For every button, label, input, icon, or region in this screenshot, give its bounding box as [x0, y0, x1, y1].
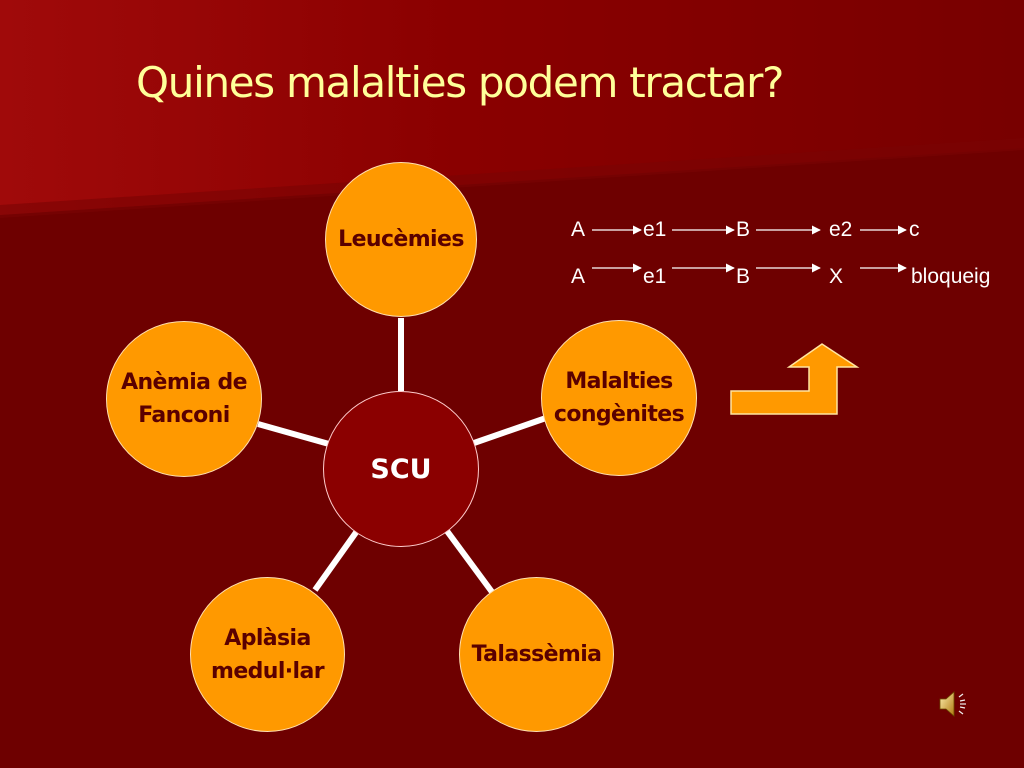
pathway-row-normal: A e1 B e2 c — [571, 218, 920, 241]
pathway-blocked-0: A — [571, 265, 585, 288]
node-leucemies-label: Leucèmies — [338, 227, 464, 252]
spoke-malalties — [473, 415, 547, 446]
node-aplasia-label-line1: Aplàsia — [224, 625, 311, 651]
pathway-row-blocked: A e1 B X bloqueig — [571, 263, 990, 288]
node-leucemies: Leucèmies — [325, 162, 477, 317]
spoke-anemia — [257, 421, 330, 447]
node-malalties-label-line1: Malalties — [565, 369, 673, 394]
pathway-blocked-3: X — [829, 265, 843, 288]
pathway-normal-4: c — [909, 218, 920, 241]
node-center-scu: SCU — [323, 391, 479, 547]
node-malalties-label-line2: congènites — [553, 402, 685, 427]
speaker-icon[interactable] — [936, 686, 972, 722]
node-aplasia-label-line2: medul·lar — [211, 658, 325, 684]
slide-title: Quines malalties podem tractar? — [136, 58, 784, 107]
node-anemia-label-line1: Anèmia de — [121, 370, 247, 395]
spoke-aplasia — [312, 529, 360, 592]
pathway-blocked-1: e1 — [643, 265, 666, 288]
node-malalties-congenites: Malalties congènites — [541, 320, 697, 476]
node-anemia-fanconi: Anèmia de Fanconi — [106, 321, 262, 477]
node-talassemia-label: Talassèmia — [471, 642, 602, 667]
spoke-talassemia — [444, 529, 495, 594]
node-center-label: SCU — [370, 453, 432, 485]
node-anemia-label-line2: Fanconi — [138, 403, 230, 428]
node-aplasia-medul-lar: Aplàsia medul·lar — [190, 577, 345, 732]
pathway-blocked-2: B — [736, 265, 750, 288]
pathway-blocked-4: bloqueig — [911, 265, 990, 288]
pathway-normal-1: e1 — [643, 218, 666, 241]
pathway-normal-3: e2 — [829, 218, 852, 241]
pathway-normal-0: A — [571, 218, 585, 241]
node-talassemia: Talassèmia — [459, 577, 614, 732]
pathway-normal-2: B — [736, 218, 750, 241]
